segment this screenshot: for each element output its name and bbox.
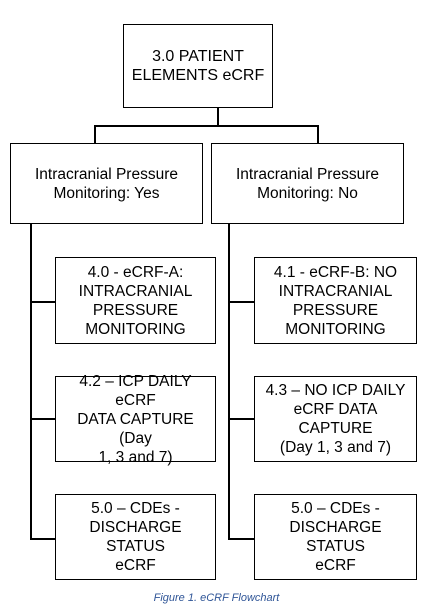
connector-left-step3 — [30, 538, 56, 540]
left-step-box-2: 4.2 – ICP DAILY eCRF DATA CAPTURE (Day 1… — [55, 373, 216, 466]
right-branch-header-label: Intracranial Pressure Monitoring: No — [235, 165, 379, 202]
left-step-label-1: 4.0 - eCRF-A: INTRACRANIAL PRESSURE MONI… — [78, 263, 193, 338]
connector-left-step1 — [30, 301, 56, 303]
connector-left-spine — [30, 223, 32, 540]
root-box-label: 3.0 PATIENT ELEMENTS eCRF — [131, 48, 265, 84]
right-branch-header: Intracranial Pressure Monitoring: No — [211, 143, 404, 224]
right-step-label-1: 4.1 - eCRF-B: NO INTRACRANIAL PRESSURE M… — [273, 263, 398, 338]
connector-branch-horizontal — [94, 125, 318, 127]
left-step-box-1: 4.0 - eCRF-A: INTRACRANIAL PRESSURE MONI… — [55, 257, 216, 344]
left-branch-header-label: Intracranial Pressure Monitoring: Yes — [34, 165, 178, 202]
connector-root-down — [217, 107, 219, 126]
right-step-box-2: 4.3 – NO ICP DAILY eCRF DATA CAPTURE (Da… — [254, 376, 417, 462]
left-step-box-3: 5.0 – CDEs - DISCHARGE STATUS eCRF — [55, 494, 216, 580]
connector-right-step1 — [228, 301, 255, 303]
connector-right-step3 — [228, 538, 255, 540]
connector-left-step2 — [30, 418, 56, 420]
connector-right-branch-down — [317, 125, 319, 143]
connector-right-spine — [228, 223, 230, 540]
right-step-box-3: 5.0 – CDEs - DISCHARGE STATUS eCRF — [254, 494, 417, 580]
left-step-label-3: 5.0 – CDEs - DISCHARGE STATUS eCRF — [89, 500, 182, 574]
right-step-box-1: 4.1 - eCRF-B: NO INTRACRANIAL PRESSURE M… — [254, 257, 417, 344]
right-step-label-3: 5.0 – CDEs - DISCHARGE STATUS eCRF — [289, 500, 382, 574]
left-branch-header: Intracranial Pressure Monitoring: Yes — [10, 143, 203, 224]
connector-left-branch-down — [94, 125, 96, 143]
right-step-label-2: 4.3 – NO ICP DAILY eCRF DATA CAPTURE (Da… — [265, 382, 406, 456]
figure-caption: Figure 1. eCRF Flowchart — [153, 592, 280, 604]
connector-right-step2 — [228, 418, 255, 420]
left-step-label-2: 4.2 – ICP DAILY eCRF DATA CAPTURE (Day 1… — [77, 372, 194, 466]
root-box: 3.0 PATIENT ELEMENTS eCRF — [123, 24, 273, 108]
